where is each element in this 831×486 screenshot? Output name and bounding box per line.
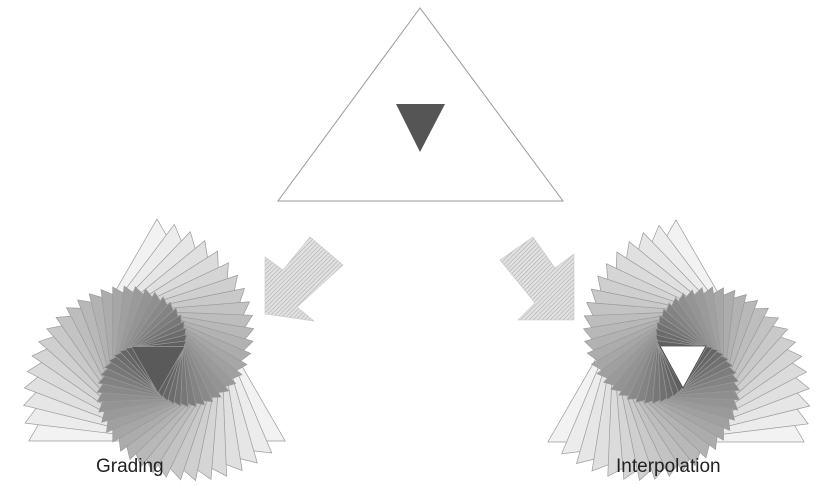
arrow-to-interpolation [500, 237, 574, 320]
grading-result [24, 219, 286, 481]
source-triangle [278, 8, 563, 201]
interpolation-label: Interpolation [616, 456, 721, 478]
interpolation-result [548, 220, 810, 480]
grading-label: Grading [96, 456, 164, 478]
arrow-to-grading [265, 237, 343, 321]
